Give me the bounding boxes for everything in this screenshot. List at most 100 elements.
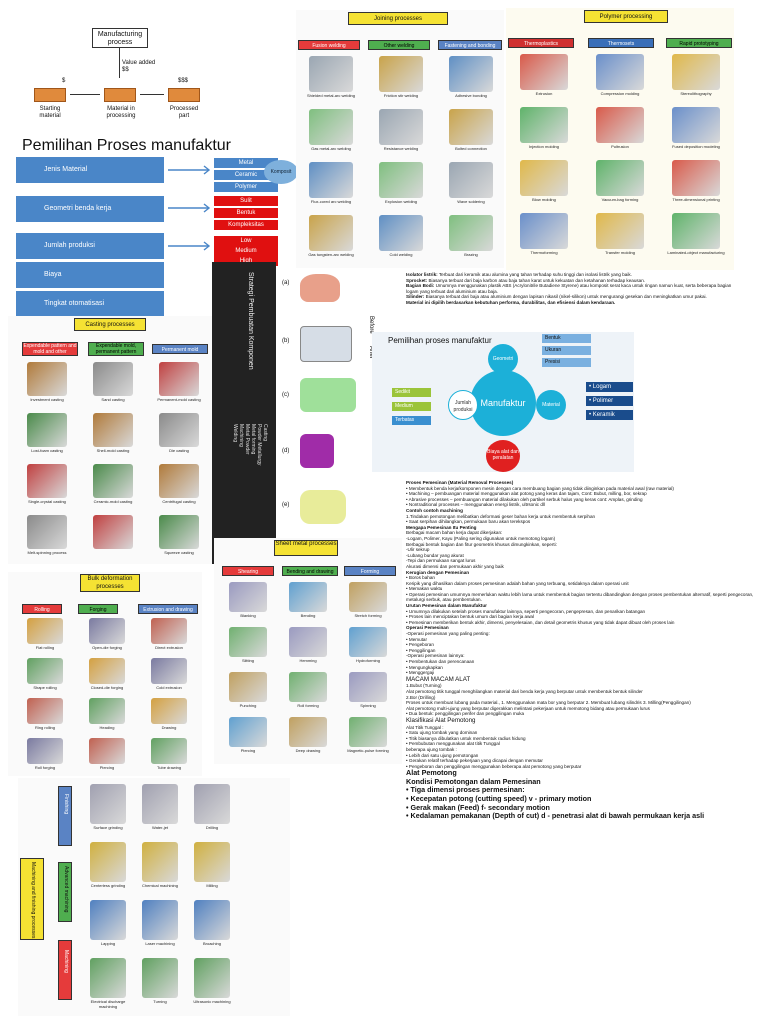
polymer-illustration — [672, 213, 720, 249]
info-silinder: Biasanya terbuat dari baja atau aluminiu… — [425, 294, 707, 300]
text-l36: 1.Bubut (Turning) — [406, 683, 442, 689]
text-l33: • Mengungkapkan — [406, 664, 443, 670]
bulk-caption: Drawing — [161, 725, 177, 730]
bulk-illustration — [27, 618, 63, 644]
bulk-caption: Ring rolling — [34, 725, 55, 730]
polymer-caption: Injection molding — [528, 144, 560, 149]
polymer-processing-chart: Polymer processing Thermoplastics Thermo… — [506, 8, 734, 270]
pemilihan-heading: Pemilihan Proses manufaktur — [22, 137, 231, 154]
sheet-caption: Piercing — [240, 748, 256, 753]
mindmap-mat-polimer: • Polimer — [586, 396, 633, 406]
geometry-bentuk: Bentuk — [214, 208, 278, 218]
flow-label-start: Starting material — [39, 106, 61, 119]
text-l6: Contoh contoh machining — [406, 507, 463, 513]
text-l30: • Penggilingan — [406, 647, 436, 653]
joining-cat-fusion: Fusion welding — [298, 40, 360, 50]
mindmap-mat-polimer-text: Polimer — [592, 398, 614, 404]
sheet-cat-shearing: Shearing — [222, 566, 274, 576]
polymer-caption: Transfer molding — [605, 250, 635, 255]
sheet-cat-forming: Forming — [344, 566, 396, 576]
komposit-cloud: Komposit — [264, 160, 298, 184]
polymer-illustration — [596, 54, 644, 90]
info-isolator-label: Isolator listrik: — [406, 272, 438, 277]
joining-illustration — [309, 162, 353, 198]
text-l48: • Lebih dari satu ujung pemotongan — [406, 752, 479, 758]
machining-illustration — [194, 784, 230, 824]
flow-arrow-2 — [140, 94, 164, 95]
text-l45: • Titik biasanya dibulatkan untuk memben… — [406, 735, 526, 741]
text-l5: • Nontraditional processes – menggunakan… — [406, 502, 545, 508]
text-l17: Kerugian dengan Pemesinan — [406, 569, 470, 575]
strategy-panel: Strategi Pembuatan Komponen Casting Powd… — [212, 262, 276, 564]
part-d — [300, 434, 334, 468]
machining-caption: Electrical discharge machining — [90, 999, 126, 1009]
sheet-illustration — [349, 627, 387, 657]
machining-illustration — [142, 842, 178, 882]
text-l37: Alat pemotong titik tunggal menghilangka… — [406, 688, 643, 694]
machining-caption: Water-jet — [151, 825, 169, 830]
casting-caption: Permanent-mold casting — [157, 397, 201, 402]
text-l28: • Memutar — [406, 636, 428, 642]
material-metal: Metal — [214, 158, 278, 168]
joining-caption: Friction stir welding — [383, 93, 419, 98]
geometry-kompleksitas: Kompleksitas — [214, 220, 278, 230]
text-l44: • Satu ujung tombak yang dominan — [406, 730, 478, 736]
material-info: Isolator listrik: Terbuat dari keramik a… — [406, 272, 736, 306]
joining-illustration — [449, 56, 493, 92]
part-a — [300, 274, 340, 302]
text-l55: • Gerak makan (Feed) f- secondary motion — [406, 802, 550, 812]
polymer-caption: Pultrusion — [611, 144, 629, 149]
machining-caption: Centerless grinding — [90, 883, 126, 888]
polymer-illustration — [672, 107, 720, 143]
machining-cat-advanced-box — [58, 862, 72, 922]
machining-cat-machining-box — [58, 940, 72, 1000]
text-l4: • Abrasive processes – pembuangan materi… — [406, 496, 643, 502]
sheet-illustration — [229, 627, 267, 657]
material-polymer: Polymer — [214, 182, 278, 192]
casting-illustration — [27, 515, 67, 549]
quantity-high: High — [214, 256, 278, 266]
bulk-caption: Flat rolling — [35, 645, 55, 650]
machining-illustration — [90, 842, 126, 882]
machining-caption: Drilling — [205, 825, 219, 830]
casting-illustration — [159, 362, 199, 396]
text-l53: • Tiga dimensi proses permesinan: — [406, 785, 525, 795]
polymer-illustration — [520, 160, 568, 196]
text-l21: • Operasi pemesinan umumnya memerlukan w… — [406, 591, 754, 603]
machining-title-box — [20, 858, 44, 940]
bulk-caption: Closed-die forging — [90, 685, 124, 690]
mindmap-mat-keramik: • Keramik — [586, 410, 633, 420]
sheet-illustration — [229, 672, 267, 702]
polymer-cat-thermosets: Thermosets — [588, 38, 654, 48]
casting-illustration — [159, 464, 199, 498]
casting-illustration — [159, 413, 199, 447]
processing-block — [104, 88, 136, 102]
info-badan-label: Bagian Bodi: — [406, 283, 435, 289]
text-l49: • Gerakan relatif terhadap pekerjaan yan… — [406, 758, 543, 764]
bulk-illustration — [89, 658, 125, 684]
polymer-illustration — [520, 107, 568, 143]
text-l26: Operasi Pemesinan — [406, 625, 449, 631]
polymer-caption: Thermoforming — [530, 250, 558, 255]
mindmap-geo-ukuran: Ukuran — [542, 346, 591, 355]
sheet-caption: Roll forming — [297, 703, 319, 708]
polymer-illustration — [596, 107, 644, 143]
bulk-illustration — [27, 658, 63, 684]
casting-caption: Melt-spinning process — [27, 550, 67, 555]
text-l51: Alat Pemotong — [406, 768, 457, 778]
text-l32: • Pembentukan dan perencanaan — [406, 659, 475, 664]
factor-otomatisasi: Tingkat otomatisasi — [16, 291, 164, 317]
polymer-caption: Three-dimensional printing — [672, 197, 720, 202]
polymer-cat-thermoplastics: Thermoplastics — [508, 38, 574, 48]
factor-geometri: Geometri benda kerja — [16, 196, 164, 222]
info-isolator: Terbuat dari keramik atau alumina yang t… — [438, 272, 632, 277]
casting-illustration — [159, 515, 199, 549]
casting-caption: Die casting — [169, 448, 189, 453]
joining-illustration — [379, 56, 423, 92]
bulk-caption: Tube drawing — [156, 765, 182, 770]
machining-caption: Ultrasonic machining — [193, 999, 231, 1004]
bulk-illustration — [27, 738, 63, 764]
sheet-caption: Spinning — [360, 703, 376, 708]
sheet-caption: Hydroforming — [355, 658, 380, 663]
polymer-illustration — [520, 54, 568, 90]
